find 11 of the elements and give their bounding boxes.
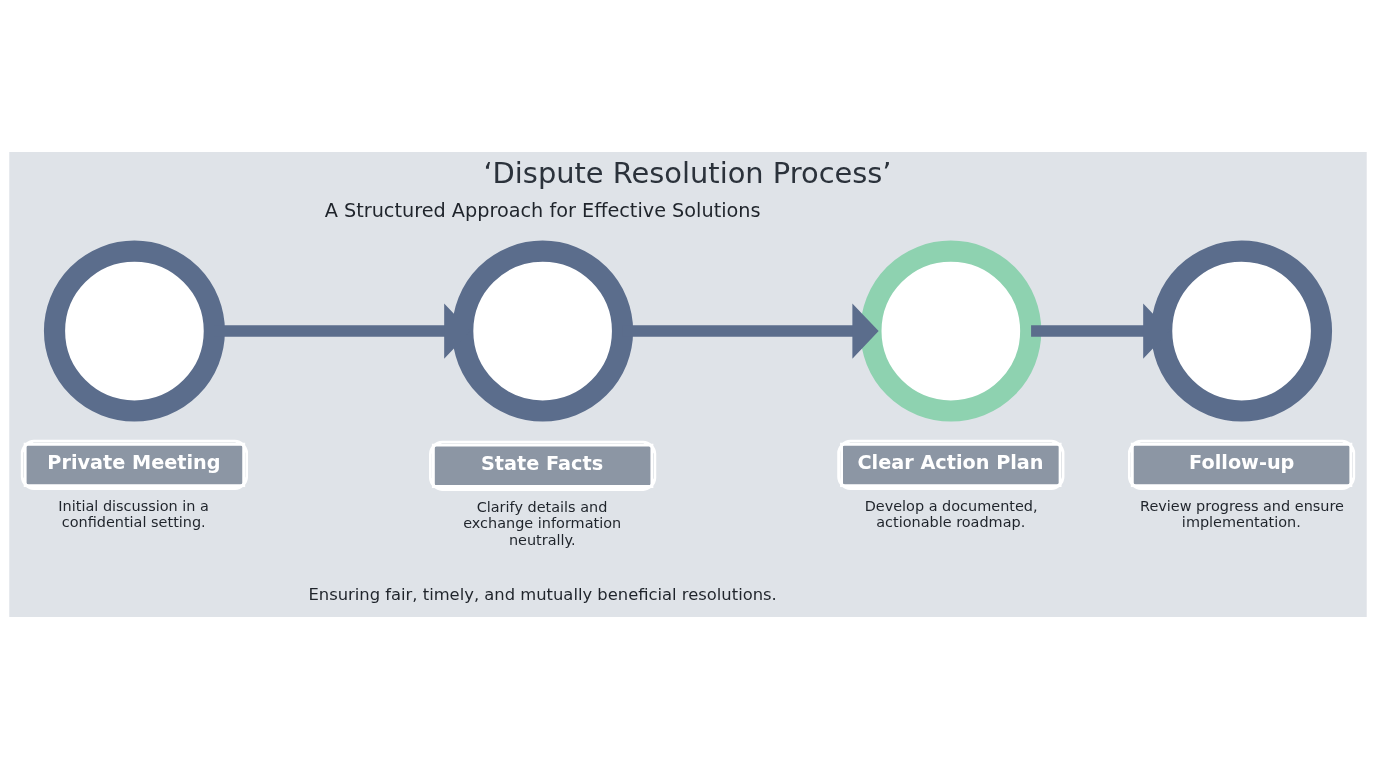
label: A Structured Approach for Effective Solutions [324,198,761,222]
node-circle [43,240,225,422]
node-circle [860,240,1042,422]
node-circle [1151,240,1333,422]
node-label: Develop a documented, actionable roadmap. [864,497,1038,530]
diagram-title: ‘Dispute Resolution Process’ [483,155,892,190]
node-label: Review progress and ensure implementation. [1140,497,1344,530]
caption: Ensuring fair, timely, and mutually beneficial resolutions. [308,584,777,604]
node-circle [452,240,634,422]
node-label: Initial discussion in a confidential setting. [58,497,209,530]
node-label: Clarify details and exchange information neutrally. [463,498,622,548]
